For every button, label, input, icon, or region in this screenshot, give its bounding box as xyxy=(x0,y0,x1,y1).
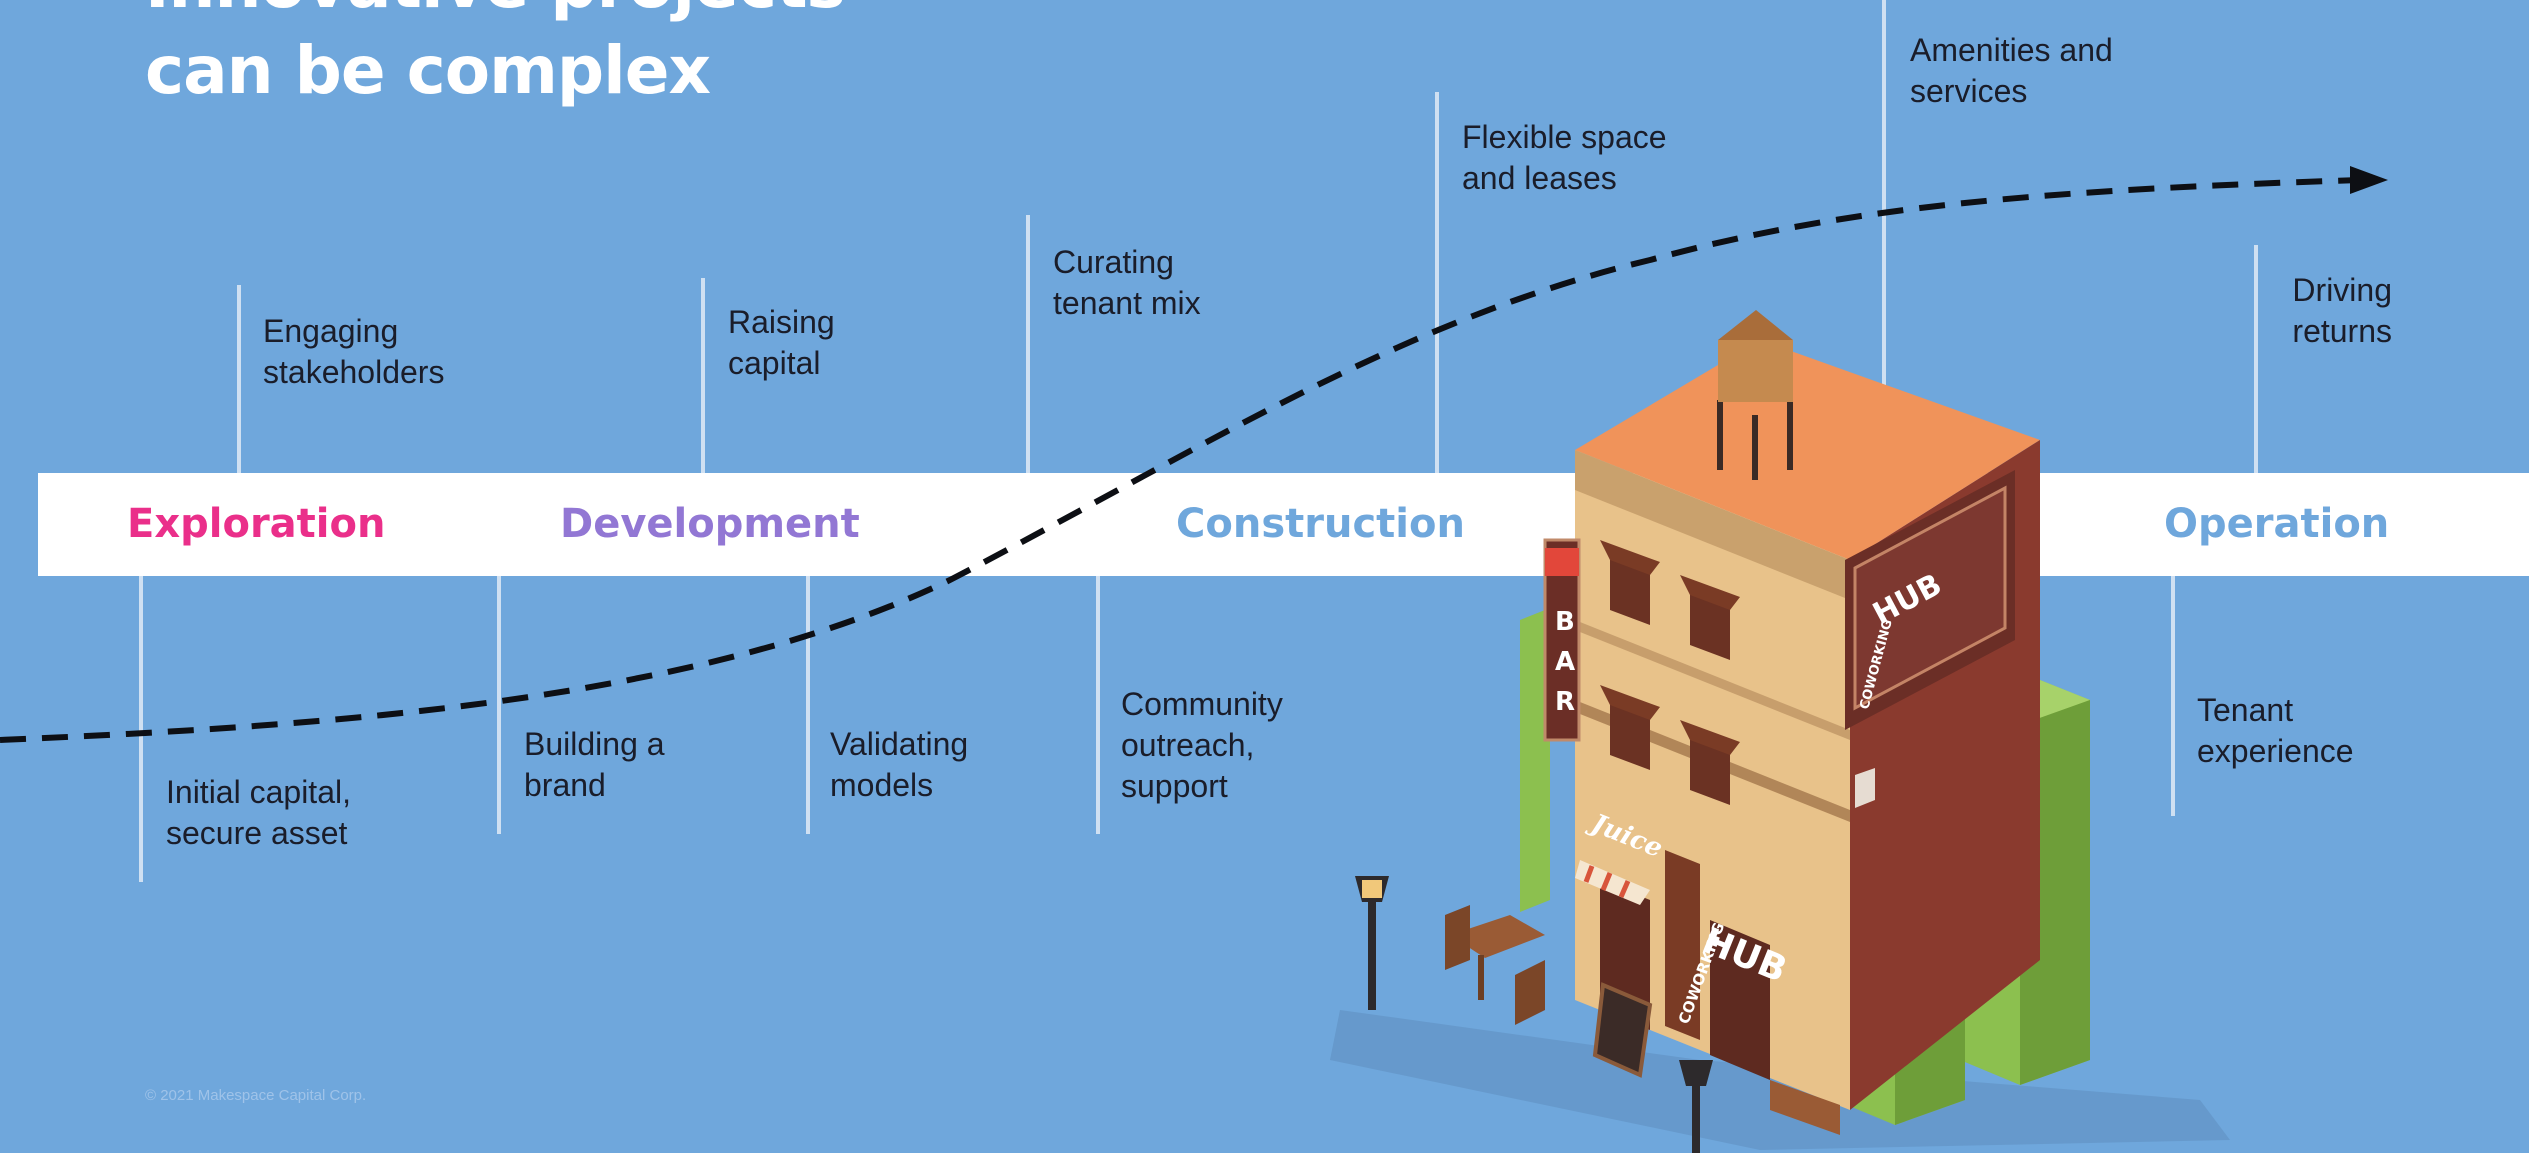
phase-construction: Construction xyxy=(1176,501,1465,547)
street-lamp-left xyxy=(1355,876,1389,1010)
connector-validating xyxy=(806,576,810,834)
connector-engaging xyxy=(237,285,241,475)
menu-board xyxy=(1592,982,1653,1078)
copyright-footer: © 2021 Makespace Capital Corp. xyxy=(145,1087,367,1104)
water-tower xyxy=(1717,310,1793,480)
phase-operation: Operation xyxy=(2164,501,2390,547)
title-line-1: Innovative projects xyxy=(145,0,846,28)
wall-lantern xyxy=(1855,768,1875,808)
street-lamp-right xyxy=(1679,1060,1713,1153)
connector-curating xyxy=(1026,215,1030,475)
bar-letter-r: R xyxy=(1555,687,1575,717)
growth-trajectory xyxy=(0,177,2361,743)
connector-raising xyxy=(701,278,705,475)
connector-brand xyxy=(497,576,501,834)
connector-community xyxy=(1096,576,1100,834)
coworking-panel xyxy=(1665,850,1700,1040)
arrow-head-icon xyxy=(2350,166,2388,194)
bar-sign-cap xyxy=(1545,548,1579,576)
phase-exploration: Exploration xyxy=(127,501,386,547)
connector-tenant xyxy=(2171,576,2175,816)
bar-letter-b: B xyxy=(1555,607,1575,637)
phase-band xyxy=(38,473,2529,576)
bar-letter-a: A xyxy=(1555,647,1575,677)
phase-development: Development xyxy=(560,501,860,547)
step-initial-capital: Initial capital,secure asset xyxy=(166,774,351,851)
slide-title: Innovative projects can be complex xyxy=(145,0,846,114)
bench xyxy=(1770,1080,1840,1135)
connector-flexible xyxy=(1435,92,1439,475)
connector-initial xyxy=(139,576,143,882)
building-illustration xyxy=(1543,310,2040,1110)
title-line-2: can be complex xyxy=(145,32,711,109)
window-awnings xyxy=(1600,540,1740,755)
juice-awning xyxy=(1575,860,1650,905)
connector-driving xyxy=(2254,245,2258,475)
cafe-tables xyxy=(1445,905,1545,1025)
door-right xyxy=(1710,920,1770,1080)
